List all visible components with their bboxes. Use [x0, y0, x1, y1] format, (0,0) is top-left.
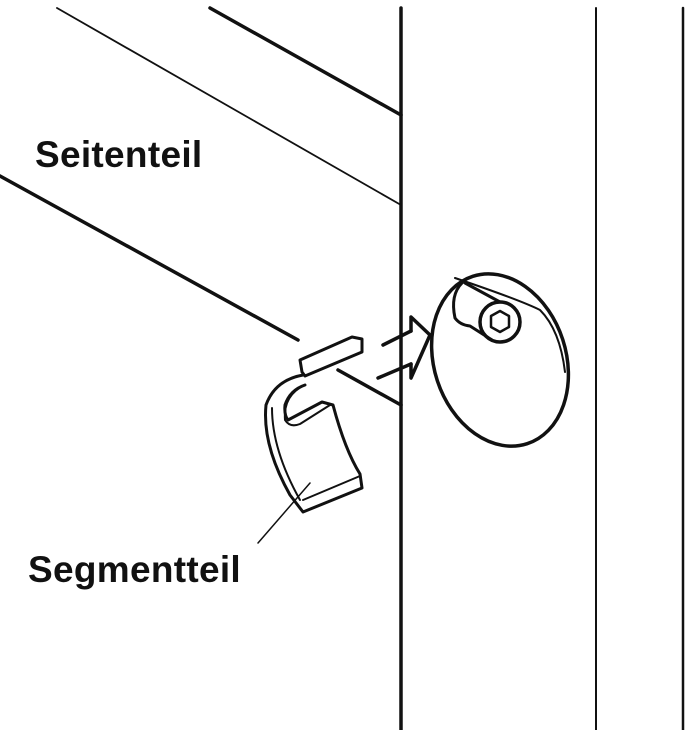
segment-plate-edge	[302, 475, 361, 501]
bolt-body	[452, 281, 502, 342]
segment-tab	[298, 335, 364, 378]
cutout-with-bolt	[429, 272, 571, 448]
segment-leader-line	[257, 482, 311, 544]
segment-curve-line	[271, 407, 301, 501]
cutout-inner-edge	[454, 277, 566, 373]
side-panel-top-edge	[208, 6, 403, 117]
hex-socket-icon	[489, 309, 511, 334]
cutout-ellipse	[429, 272, 571, 448]
bolt-head	[478, 300, 522, 344]
segment-part-label: Segmentteil	[28, 549, 242, 590]
side-panel-inner-edge	[56, 7, 402, 206]
side-panel-bottom-edge	[0, 174, 300, 342]
mounting-arrow-icon	[376, 315, 432, 380]
side-panel-label: Seitenteil	[35, 134, 203, 175]
segment-hook-outer	[264, 373, 364, 514]
side-panel-bottom-edge	[336, 368, 403, 407]
cabinet-side	[0, 6, 685, 730]
segment-part	[264, 335, 364, 514]
segment-hook-inner	[283, 384, 331, 427]
